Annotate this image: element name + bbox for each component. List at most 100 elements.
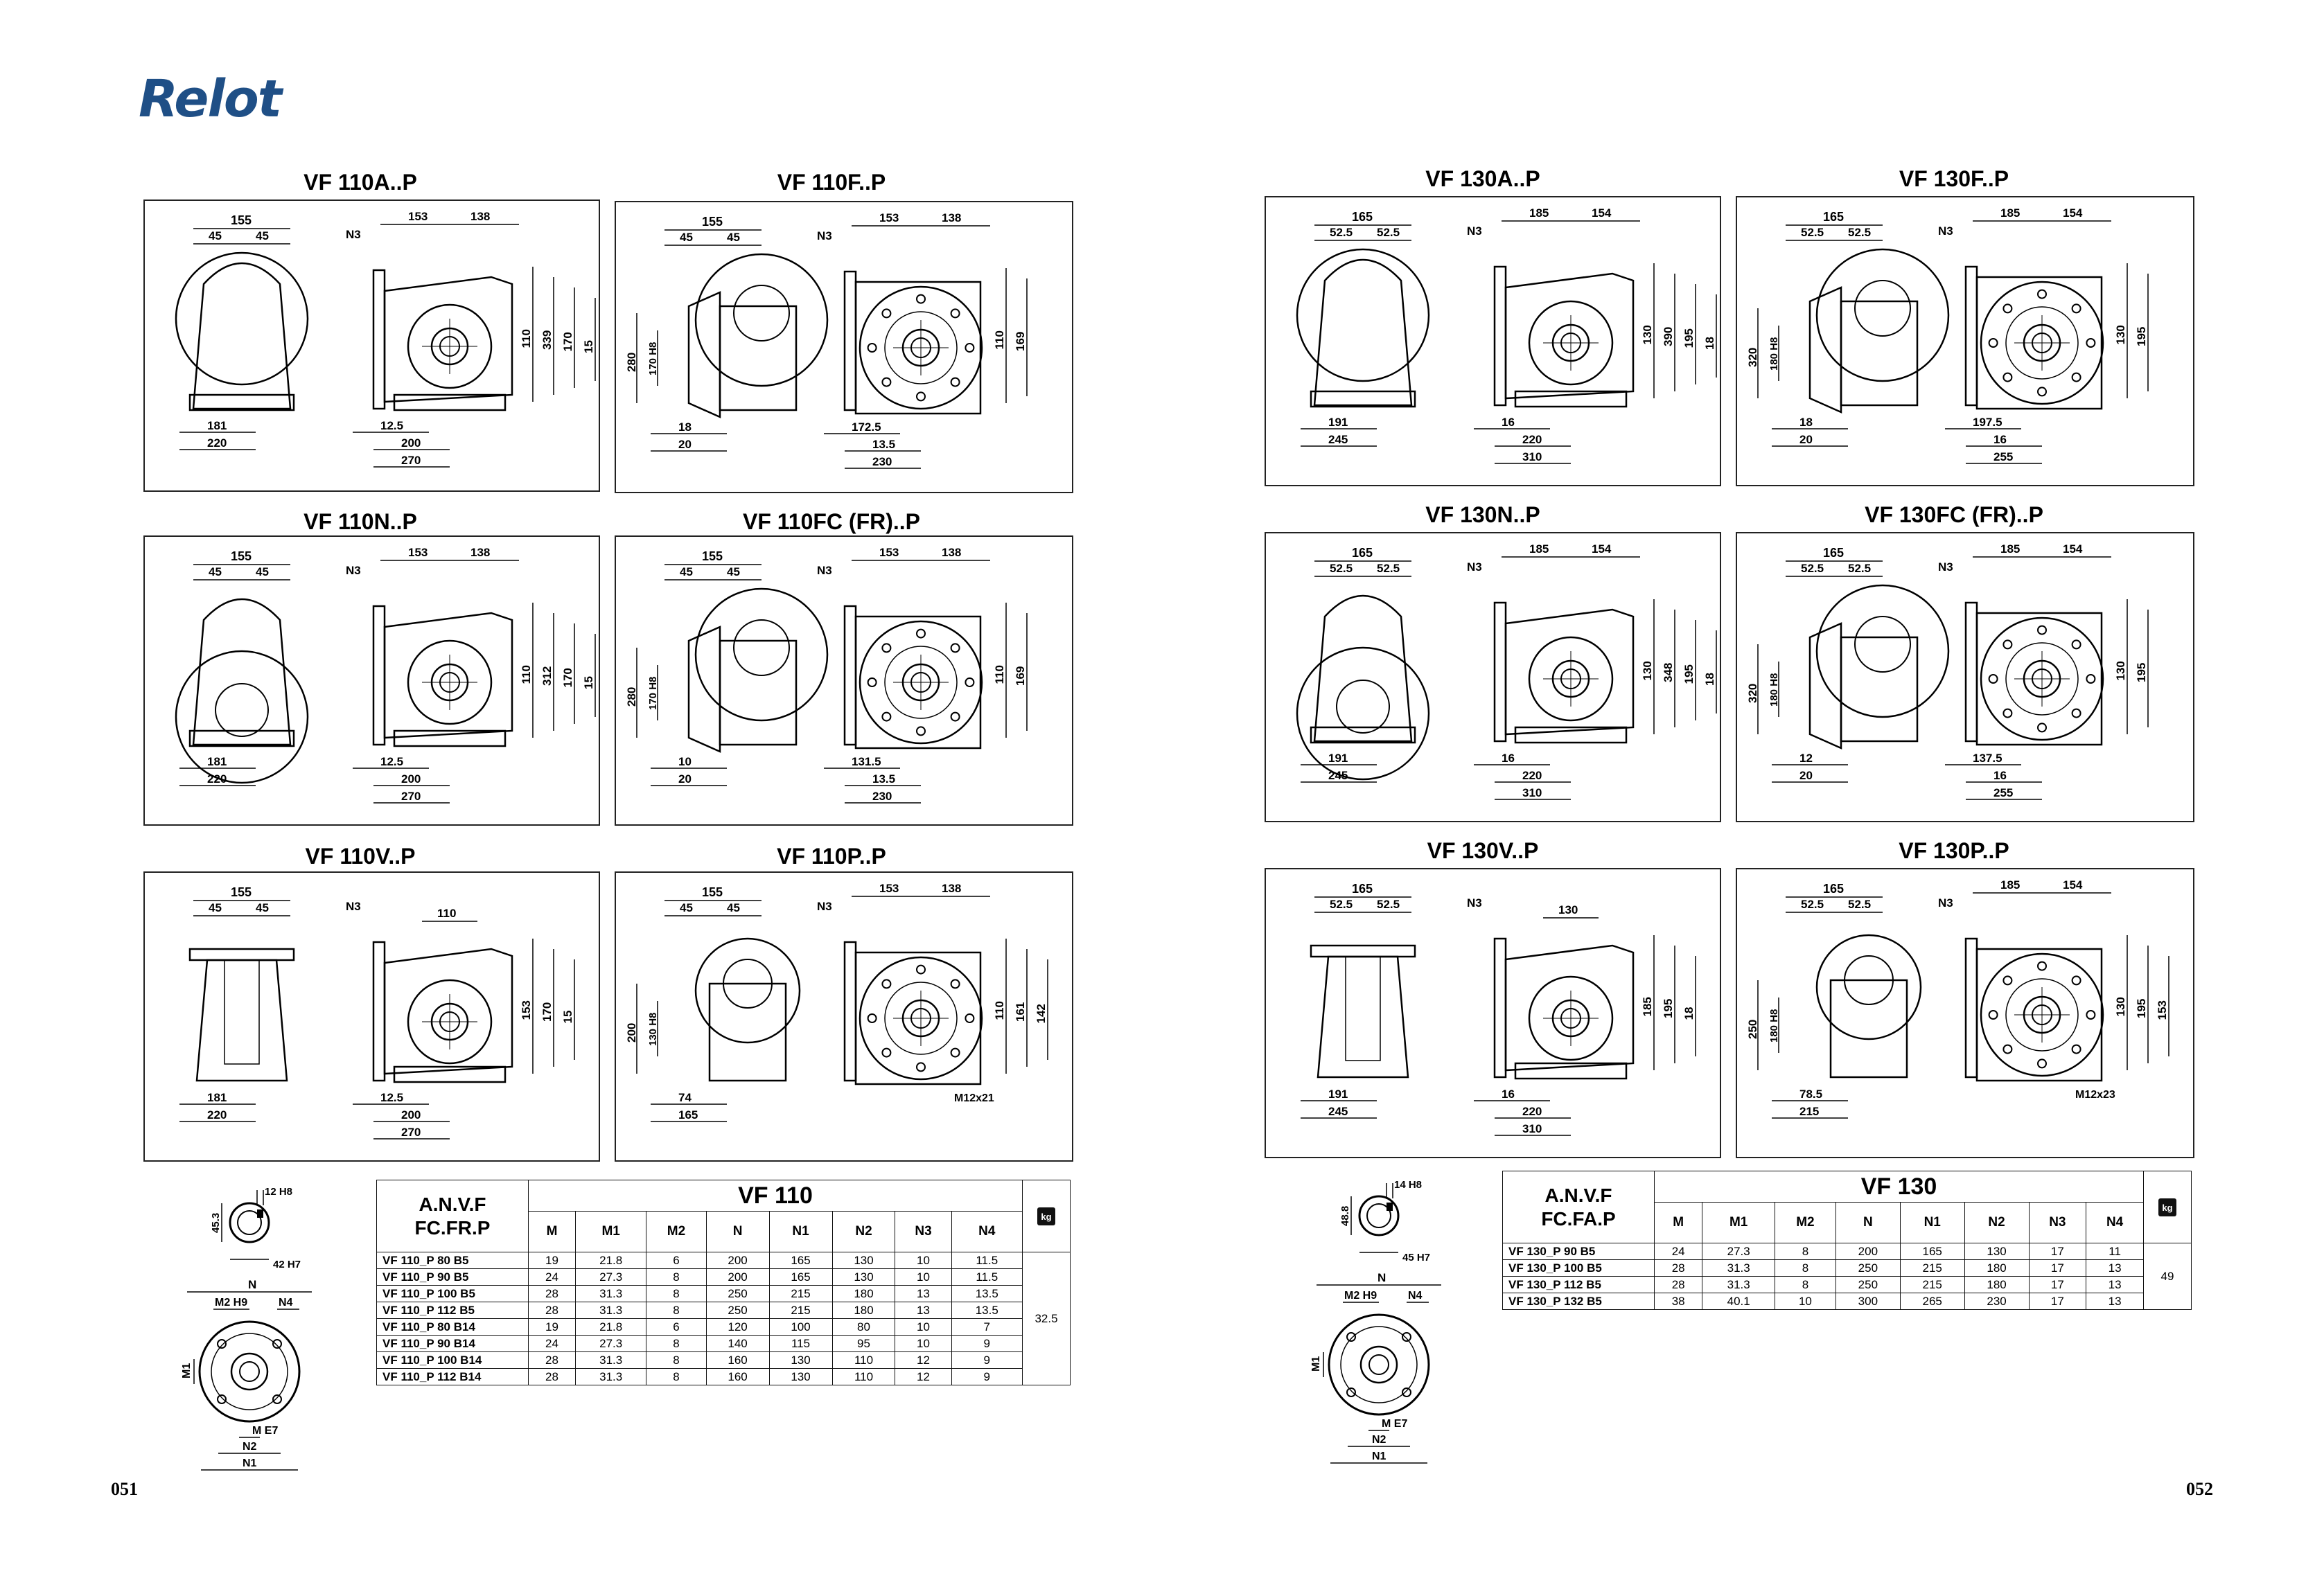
shaft-housing [1345, 956, 1381, 1061]
gearbox-body-front [708, 982, 787, 1082]
value-cell: 28 [528, 1285, 576, 1302]
gearbox-body-front [1317, 955, 1409, 1079]
dim-bottom-1: 245 [1328, 769, 1348, 782]
bolt-hole [916, 964, 926, 975]
flange-N1-label-130: N1 [1372, 1451, 1387, 1462]
mounting-feet [1310, 726, 1416, 744]
dim-left-height: 280 [625, 687, 638, 707]
motor-flange-outline [175, 251, 309, 386]
dim-bottom-1: 20 [1799, 433, 1813, 446]
flange-detail-110-drawing: N M2 H9 N4 M1 M E7 N2 N1 [181, 1278, 312, 1471]
bolt-hole [916, 726, 926, 736]
gearbox-body-side [1975, 276, 2103, 410]
value-cell: 8 [646, 1285, 707, 1302]
motor-flange-side [372, 605, 386, 746]
dim-n3: N3 [1938, 560, 1953, 574]
column-header: M2 [646, 1211, 707, 1252]
dim-top-offset-2: 138 [942, 211, 961, 224]
dim-bottom-3: 200 [401, 436, 421, 450]
dim-bottom-0: 181 [207, 419, 227, 432]
dim-side-0: 110 [520, 665, 533, 684]
gearbox-body-side [383, 948, 513, 1075]
bolt-hole [2071, 708, 2081, 718]
dim-side-2: 153 [2156, 1000, 2169, 1020]
value-cell: 180 [831, 1302, 896, 1319]
value-cell: 10 [1774, 1293, 1836, 1310]
section-title-vf130p: VF 130P..P [1899, 838, 2009, 863]
value-cell: 8 [646, 1368, 707, 1385]
gearbox-body-front [1313, 594, 1413, 743]
column-header: N [1835, 1202, 1901, 1243]
model-cell: VF 110_P 80 B14 [376, 1318, 529, 1336]
bolt-hole [867, 1013, 877, 1023]
shaft-key-130: 14 H8 [1394, 1179, 1422, 1191]
weight-icon: kg [1037, 1207, 1055, 1225]
value-cell: 130 [768, 1368, 833, 1385]
value-cell: 200 [705, 1268, 770, 1286]
value-cell: 8 [1774, 1259, 1836, 1277]
value-cell: 200 [1835, 1243, 1901, 1260]
output-flange-face [1980, 281, 2104, 405]
bolt-hole [2037, 289, 2047, 299]
dim-n3: N3 [817, 900, 832, 913]
weight-icon: kg [2158, 1198, 2176, 1216]
value-cell: 40.1 [1702, 1293, 1775, 1310]
gearbox-body-front [1313, 258, 1413, 407]
dim-top-half-left: 45 [209, 565, 222, 578]
dim-left-spigot: 170 H8 [647, 677, 659, 710]
value-cell: 13 [2086, 1259, 2144, 1277]
section-title-vf130v: VF 130V..P [1427, 838, 1539, 863]
table-130-series: VF 130 [1654, 1171, 2144, 1203]
dim-bottom-2: 12.5 [380, 1091, 403, 1104]
gearbox-body-side [854, 281, 982, 415]
dim-bottom-4: 270 [401, 454, 421, 467]
value-cell: 8 [646, 1268, 707, 1286]
dim-top-offset-1: 153 [408, 210, 428, 223]
value-cell: 250 [1835, 1276, 1901, 1293]
model-cell: VF 130_P 132 B5 [1502, 1293, 1655, 1310]
bolt-hole [950, 979, 960, 989]
motor-flange-outline [1815, 248, 1950, 382]
dim-side-1: 312 [540, 666, 554, 686]
dim-bottom-1: 215 [1799, 1105, 1819, 1118]
section-title-vf130fc: VF 130FC (FR)..P [1865, 502, 2043, 527]
flange-detail-130-drawing: N M2 H9 N4 M1 M E7 N2 N1 [1310, 1271, 1441, 1464]
dim-top-half-right: 45 [727, 231, 740, 244]
value-cell: 130 [831, 1252, 896, 1269]
gearbox-body-side [1975, 948, 2103, 1082]
value-cell: 28 [528, 1302, 576, 1319]
dim-bottom-3: 220 [1522, 769, 1542, 782]
dim-top-offset-2: 154 [2063, 206, 2083, 220]
bolt-hole [881, 377, 892, 387]
dim-side-0: 110 [993, 665, 1006, 684]
dim-side-1: 169 [1014, 666, 1027, 686]
value-cell: 12 [895, 1351, 952, 1369]
motor-flange-side [843, 605, 857, 746]
flange-M-label-110: M E7 [252, 1425, 278, 1437]
bolt-hole [867, 677, 877, 687]
dim-bottom-3: 200 [401, 772, 421, 786]
dim-bottom-2: 197.5 [1973, 416, 2002, 429]
value-cell: 19 [528, 1318, 576, 1336]
dim-left-spigot: 180 H8 [1768, 337, 1780, 371]
pitch-circle [2005, 306, 2079, 380]
dim-top-half-right: 45 [727, 565, 740, 578]
dim-bottom-0: 191 [1328, 416, 1348, 429]
dim-side-3: 15 [582, 676, 595, 689]
value-cell: 8 [1774, 1243, 1836, 1260]
pitch-circle [2005, 642, 2079, 716]
motor-flange-side [843, 270, 857, 411]
dim-n3: N3 [1467, 224, 1482, 238]
dim-top-half-right: 52.5 [1377, 226, 1400, 239]
gearbox-body-front [192, 262, 292, 410]
shaft-bore [215, 683, 269, 737]
gearbox-body-side [1975, 612, 2103, 746]
